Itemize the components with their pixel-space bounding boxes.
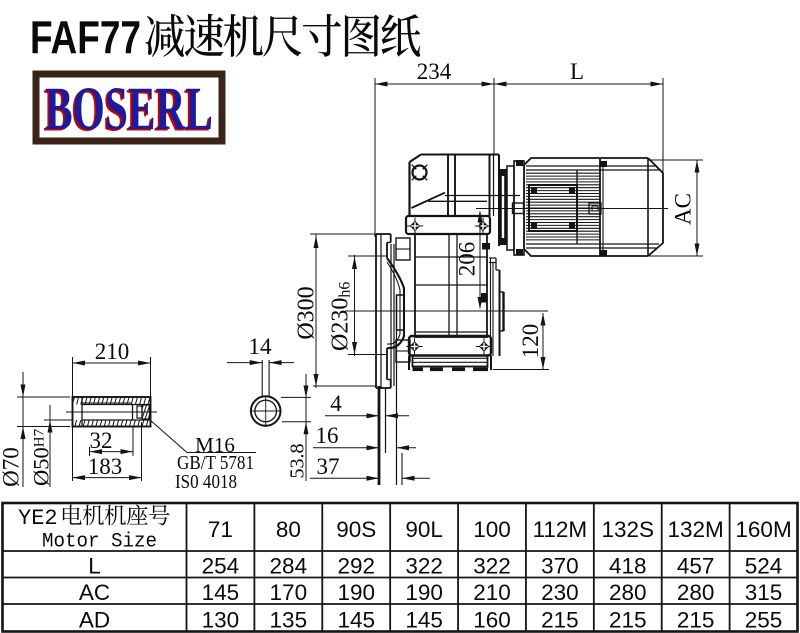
svg-text:M16: M16: [195, 433, 235, 457]
svg-text:145: 145: [405, 608, 443, 633]
svg-text:132S: 132S: [601, 517, 654, 542]
svg-text:14: 14: [249, 334, 273, 359]
svg-text:Motor Size: Motor Size: [42, 531, 157, 554]
svg-text:135: 135: [270, 608, 308, 633]
svg-text:120: 120: [518, 324, 543, 359]
svg-text:145: 145: [202, 580, 240, 605]
svg-text:254: 254: [202, 554, 240, 579]
svg-text:80: 80: [276, 517, 301, 542]
svg-text:16: 16: [316, 423, 339, 448]
svg-text:Ø230h6: Ø230h6: [328, 282, 354, 351]
svg-text:Ø300: Ø300: [294, 286, 320, 339]
svg-text:183: 183: [88, 454, 123, 479]
svg-text:BOSERL: BOSERL: [45, 76, 213, 143]
svg-text:160M: 160M: [735, 517, 791, 542]
svg-text:GB/T 5781: GB/T 5781: [177, 453, 254, 474]
svg-text:IS0 4018: IS0 4018: [175, 472, 237, 493]
svg-text:132M: 132M: [668, 517, 724, 542]
svg-text:206: 206: [455, 242, 480, 277]
svg-text:280: 280: [609, 580, 647, 605]
svg-text:215: 215: [541, 608, 579, 633]
svg-text:234: 234: [417, 59, 452, 84]
svg-text:4: 4: [330, 391, 342, 416]
svg-text:170: 170: [270, 580, 308, 605]
svg-text:210: 210: [473, 580, 511, 605]
svg-text:32: 32: [90, 428, 113, 453]
svg-text:L: L: [570, 59, 584, 84]
svg-text:292: 292: [337, 554, 375, 579]
svg-text:AC: AC: [79, 580, 110, 605]
svg-text:322: 322: [473, 554, 511, 579]
svg-text:Ø70: Ø70: [0, 447, 24, 487]
svg-text:112M: 112M: [533, 517, 588, 542]
svg-text:53.8: 53.8: [287, 444, 309, 479]
svg-text:FAF77: FAF77: [30, 11, 141, 63]
svg-text:145: 145: [337, 608, 375, 633]
svg-text:90L: 90L: [405, 517, 443, 542]
svg-text:322: 322: [405, 554, 443, 579]
svg-text:37: 37: [317, 454, 340, 479]
svg-text:90S: 90S: [336, 517, 376, 542]
svg-text:210: 210: [95, 339, 130, 364]
svg-text:524: 524: [745, 554, 783, 579]
svg-text:L: L: [88, 554, 101, 579]
svg-text:YE2: YE2: [18, 506, 58, 531]
svg-text:230: 230: [541, 580, 579, 605]
svg-text:130: 130: [202, 608, 240, 633]
svg-text:215: 215: [677, 608, 715, 633]
svg-text:190: 190: [337, 580, 375, 605]
svg-text:315: 315: [745, 580, 783, 605]
svg-text:100: 100: [473, 517, 511, 542]
svg-text:255: 255: [745, 608, 783, 633]
svg-text:457: 457: [677, 554, 715, 579]
svg-text:71: 71: [208, 517, 233, 542]
svg-text:AD: AD: [79, 608, 110, 633]
svg-text:BOSERL: BOSERL: [43, 78, 211, 145]
svg-text:AC: AC: [671, 193, 696, 225]
svg-text:215: 215: [609, 608, 647, 633]
svg-text:284: 284: [270, 554, 308, 579]
svg-text:280: 280: [677, 580, 715, 605]
svg-text:190: 190: [405, 580, 443, 605]
svg-text:160: 160: [473, 608, 511, 633]
svg-text:418: 418: [609, 554, 647, 579]
svg-text:370: 370: [541, 554, 579, 579]
